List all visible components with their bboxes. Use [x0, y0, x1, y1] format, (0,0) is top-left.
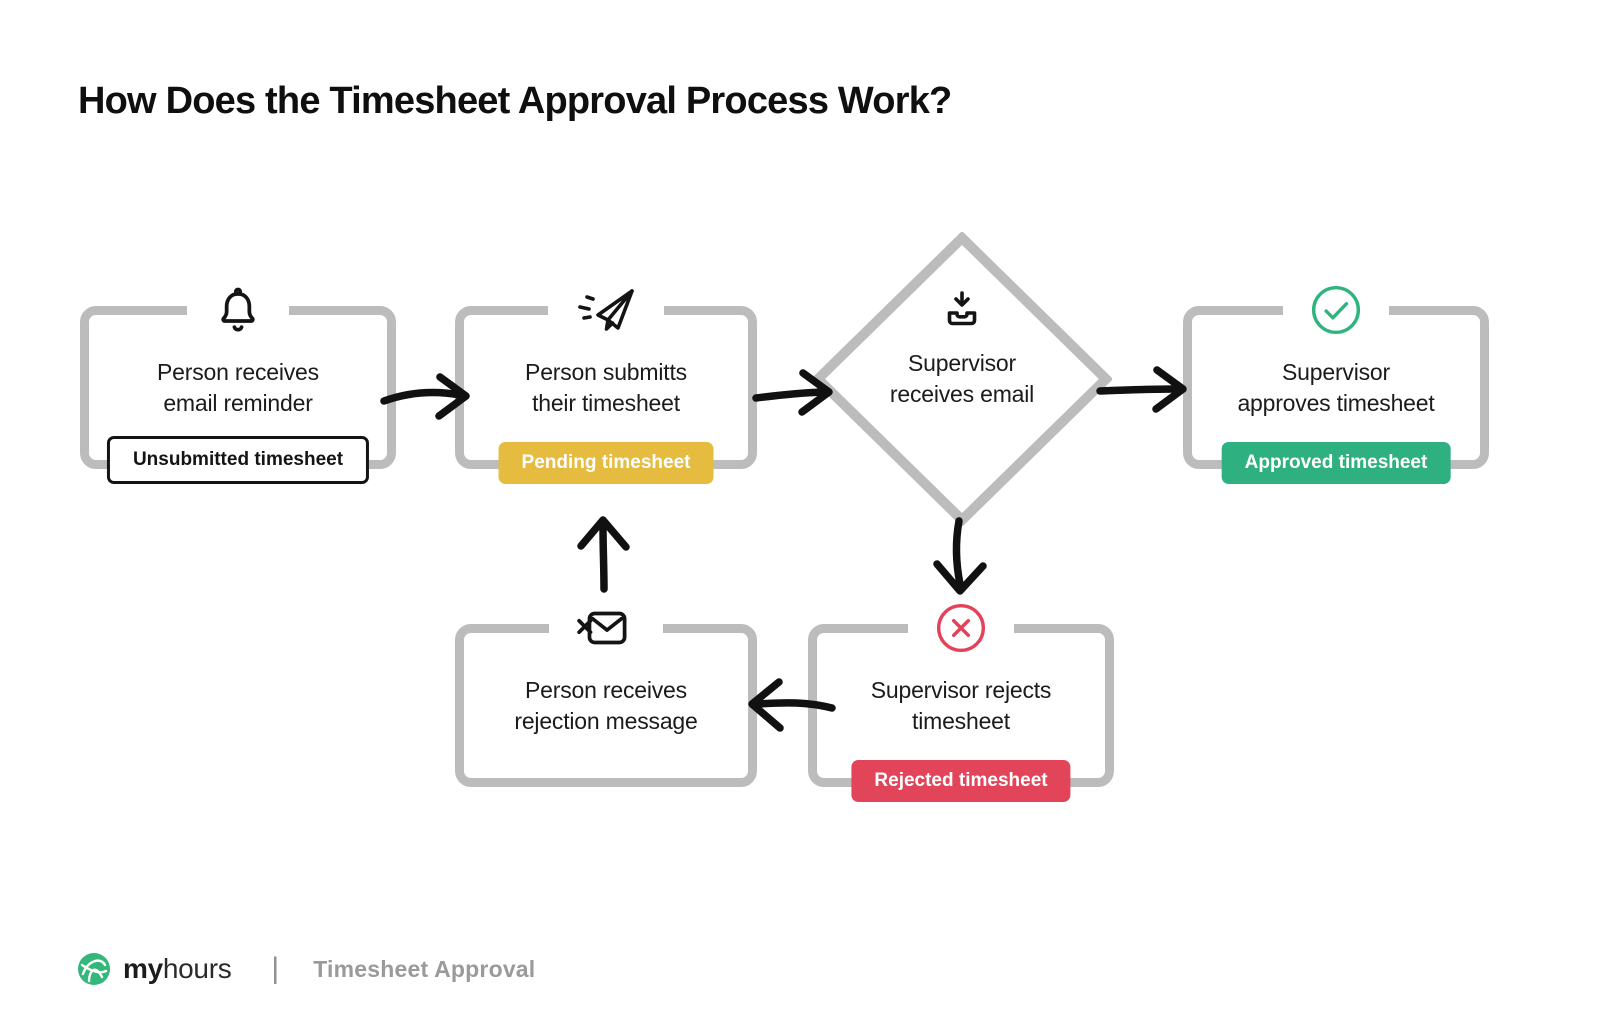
status-badge-unsubmitted: Unsubmitted timesheet [106, 436, 370, 484]
x-circle-icon [908, 592, 1014, 664]
node-supervisor-receives: Supervisor receives email [812, 232, 1112, 526]
check-circle-icon [1283, 274, 1389, 346]
node-label: Supervisor rejects timesheet [870, 676, 1052, 734]
status-badge-pending: Pending timesheet [498, 442, 714, 484]
status-badge-rejected: Rejected timesheet [851, 760, 1071, 802]
node-label: Supervisor approves timesheet [1237, 358, 1435, 416]
footer-divider: | [271, 952, 280, 985]
node-submit-timesheet: Person submitts their timesheet Pending … [455, 274, 757, 484]
arrowhead [577, 516, 630, 551]
node-label: Person submitts their timesheet [525, 358, 687, 416]
arrowhead [933, 560, 987, 595]
node-reject-timesheet: Supervisor rejects timesheet Rejected ti… [808, 592, 1114, 802]
arrow-message-to-submit [599, 522, 608, 593]
node-email-reminder: Person receives email reminder Unsubmitt… [80, 274, 396, 484]
arrow-supervisor-to-reject [952, 517, 964, 588]
node-rejection-message: Person receives rejection message [455, 592, 757, 787]
node-label: Person receives email reminder [157, 358, 319, 416]
node-label: Supervisor receives email [889, 350, 1035, 407]
mail-x-icon [549, 592, 663, 664]
paper-plane-icon [548, 274, 664, 346]
inbox-receive-icon [938, 286, 986, 339]
myhours-wordmark: myhours [123, 953, 232, 984]
footer: myhours | Timesheet Approval [75, 947, 535, 991]
footer-caption: Timesheet Approval [313, 955, 536, 982]
myhours-logo-icon [78, 953, 110, 985]
bell-icon [187, 274, 289, 346]
node-approve-timesheet: Supervisor approves timesheet Approved t… [1183, 274, 1489, 484]
status-badge-approved: Approved timesheet [1221, 442, 1451, 484]
page-title: How Does the Timesheet Approval Process … [78, 80, 952, 122]
node-label: Person receives rejection message [514, 676, 698, 734]
arrowhead [1152, 366, 1187, 413]
